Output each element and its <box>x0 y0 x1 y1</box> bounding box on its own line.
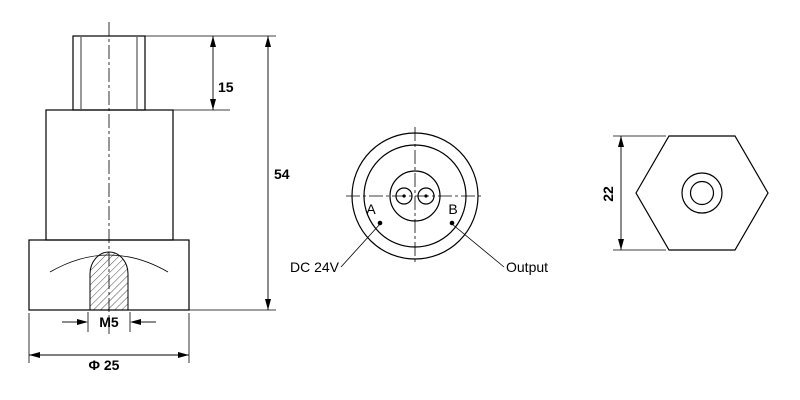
hex-hole-outer-circle <box>681 172 723 214</box>
dimension-total-height: 54 <box>189 36 290 311</box>
dimension-diameter: Φ 25 <box>28 313 190 373</box>
pin-a-marker-dot <box>377 220 383 226</box>
pin-b-label: B <box>448 201 457 217</box>
hex-view: 22 <box>600 135 769 251</box>
dim-54-text: 54 <box>274 166 290 182</box>
pin-b-marker-dot <box>449 220 455 226</box>
thread-hole-hatched <box>89 251 129 311</box>
dimension-across-flats: 22 <box>600 135 666 251</box>
dimension-stud-height: 15 <box>145 35 276 111</box>
side-view: 15 54 M5 Φ 25 <box>28 22 290 373</box>
dim-phi25-text: Φ 25 <box>89 357 120 373</box>
leader-power: DC 24V <box>290 223 381 275</box>
pin-a-label: A <box>366 201 376 217</box>
connector-inner-ring <box>363 144 467 248</box>
dim-22-text: 22 <box>600 186 616 202</box>
leader-output: Output <box>451 223 548 275</box>
pin-a-circle <box>395 187 413 205</box>
pin-b-center-dot <box>424 194 428 198</box>
power-label: DC 24V <box>290 259 340 275</box>
hex-outline <box>635 135 769 251</box>
hex-hole-inner-circle <box>689 180 715 206</box>
body-outline <box>45 109 174 241</box>
dimension-thread: M5 <box>62 312 156 332</box>
connector-outer-circle <box>351 132 479 260</box>
dim-m5-text: M5 <box>99 314 119 330</box>
pin-a-center-dot <box>402 194 406 198</box>
output-label: Output <box>506 259 548 275</box>
dim-15-text: 15 <box>218 79 234 95</box>
connector-view: A B DC 24V Output <box>290 127 548 275</box>
connector-center-circle <box>389 170 441 222</box>
pin-b-circle <box>417 187 435 205</box>
